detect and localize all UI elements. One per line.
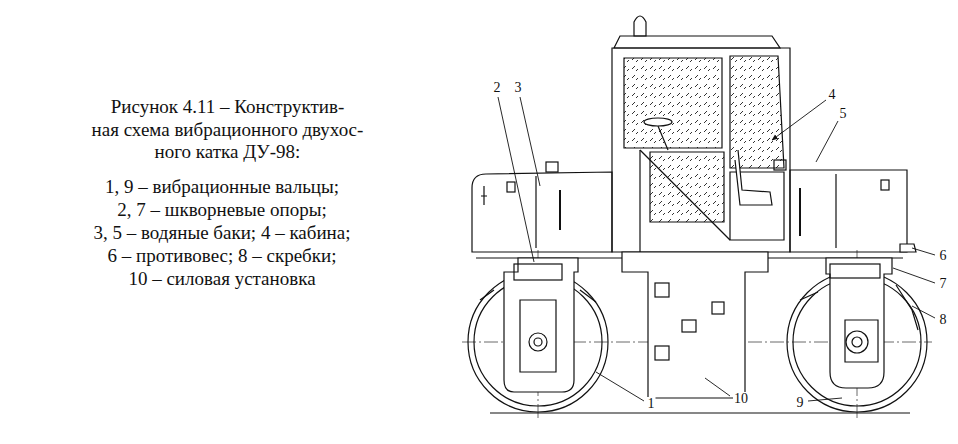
leader-line <box>498 97 534 262</box>
leader-line <box>912 306 935 318</box>
tank-gauge <box>559 190 561 230</box>
kingpin-support <box>845 320 878 362</box>
scraper <box>800 285 918 330</box>
drum-hub <box>534 338 542 346</box>
callout-number: 5 <box>839 107 848 121</box>
scraper <box>480 290 596 302</box>
tank-gauge <box>481 186 487 205</box>
counterweight <box>900 244 916 252</box>
cabin-roof <box>614 36 780 48</box>
beacon <box>634 16 646 36</box>
callout-number: 6 <box>939 249 948 263</box>
kingpin-support <box>504 258 578 392</box>
callout-number: 3 <box>514 81 523 95</box>
cabin-frame <box>640 150 730 240</box>
tank-cap <box>507 182 515 192</box>
power-unit-detail <box>655 283 669 297</box>
drum-hub <box>852 337 862 347</box>
machine-outline <box>462 16 935 420</box>
filler-neck <box>546 162 558 172</box>
kingpin-support <box>826 258 892 388</box>
leader-line <box>705 378 730 396</box>
leader-line <box>772 100 826 140</box>
callout-number: 4 <box>828 88 837 102</box>
steering-wheel <box>644 118 672 126</box>
legend-line: 1, 9 – вибрационные вальцы; <box>105 177 339 196</box>
power-unit-detail <box>712 302 724 314</box>
callout-number: 10 <box>733 392 749 406</box>
legend-line: 10 – силовая установка <box>128 269 315 288</box>
drum-hub <box>846 331 868 353</box>
water-tank <box>790 170 907 252</box>
steering-column <box>658 126 668 150</box>
cabin-window <box>624 58 722 148</box>
tank-seam <box>835 174 836 248</box>
callout-number: 9 <box>796 396 805 410</box>
figure-caption: Рисунок 4.11 – Конструктив- ная схема ви… <box>40 96 415 164</box>
tank-gauge <box>799 188 801 236</box>
legend-line: 6 – противовес; 8 – скребки; <box>108 246 337 265</box>
cabin <box>612 48 790 252</box>
kingpin-support <box>830 264 880 278</box>
power-unit <box>622 252 768 398</box>
leader-line <box>520 97 540 186</box>
tank-cap <box>881 180 889 190</box>
callout-number: 7 <box>939 277 948 291</box>
legend-line: 3, 5 – водяные баки; 4 – кабина; <box>94 223 351 242</box>
legend-line: 2, 7 – шкворневые опоры; <box>117 200 326 219</box>
tank-seam <box>535 176 536 248</box>
drum-hub <box>529 333 547 351</box>
leader-line <box>893 268 935 283</box>
callout-number: 1 <box>647 397 656 411</box>
seat <box>735 150 772 205</box>
kingpin-support <box>514 264 562 280</box>
ground-line <box>490 412 910 413</box>
leader-line <box>498 97 935 401</box>
kingpin-support <box>520 300 556 372</box>
filler-neck <box>774 160 786 170</box>
leader-line <box>912 248 935 255</box>
callout-number: 2 <box>493 81 502 95</box>
power-unit-detail <box>655 346 669 360</box>
leader-line <box>816 121 838 162</box>
cabin-frame <box>639 150 640 252</box>
water-tank <box>472 172 612 252</box>
callout-number: 8 <box>939 313 948 327</box>
cabin-window <box>650 152 724 222</box>
leader-line <box>596 372 644 401</box>
center-line <box>462 250 932 420</box>
power-unit-detail <box>682 320 696 332</box>
leader-line <box>808 398 842 401</box>
